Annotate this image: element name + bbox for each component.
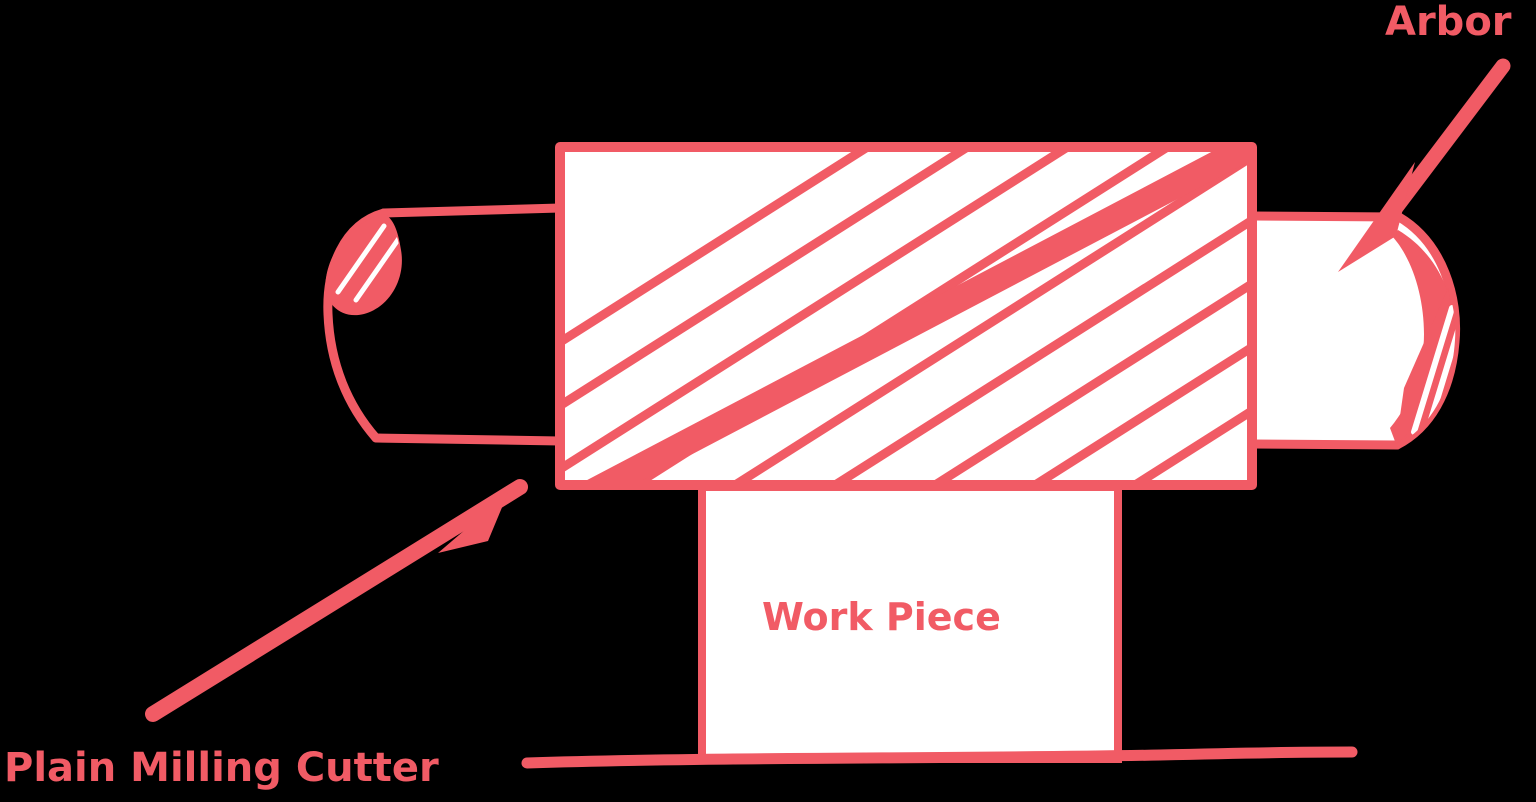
cutter-body-outline (555, 142, 1257, 490)
label-arbor: Arbor (1385, 0, 1512, 45)
arbor-left-top-edge (379, 203, 565, 218)
arbor-shaft-through-cutter (575, 146, 1252, 486)
arbor-left-bottom-edge (371, 433, 565, 446)
work-piece (698, 483, 1122, 763)
arbor-leader (1338, 58, 1511, 272)
arbor-right-section (1247, 211, 1461, 450)
cutter-leader-arrowhead (438, 493, 508, 553)
label-plain-milling-cutter: Plain Milling Cutter (4, 745, 439, 791)
arbor-right-top-edge (1247, 211, 1404, 222)
arbor-left-cap-blob (325, 214, 402, 316)
work-piece-rect (698, 483, 1122, 763)
label-work-piece: Work Piece (762, 595, 1001, 639)
cutter-leader-line (145, 479, 528, 722)
arbor-right-round-end (1392, 212, 1461, 450)
cutter-body (555, 142, 1257, 490)
cutter-leader (145, 479, 528, 722)
arbor-right-cap-wedge (1396, 288, 1451, 444)
table-baseline (521, 746, 1358, 769)
arbor-right-bottom-edge (1247, 439, 1402, 450)
arbor-left-section (323, 203, 565, 446)
arbor-leader-arrowhead (1338, 162, 1415, 272)
arbor-left-cap-slashes (335, 223, 401, 303)
